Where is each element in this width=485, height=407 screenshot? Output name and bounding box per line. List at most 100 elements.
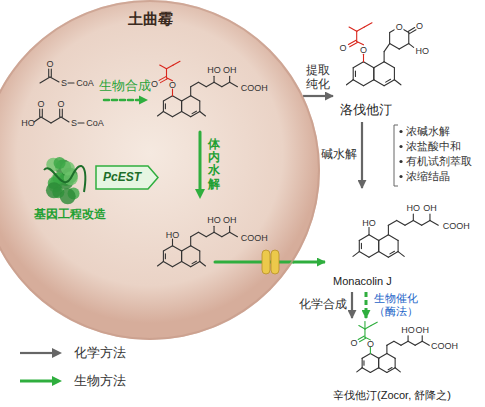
- bond-line: [78, 122, 84, 123]
- bond-line: [165, 254, 166, 259]
- bond-line: [181, 101, 182, 112]
- atom-label: OH: [415, 326, 429, 335]
- bond-line: [384, 80, 394, 86]
- bond-line: [364, 322, 365, 329]
- atom-label: O: [151, 79, 158, 88]
- bond-line: [384, 52, 385, 62]
- bond-line: [353, 62, 363, 68]
- bond-line: [200, 112, 206, 117]
- atom-label: HO: [21, 119, 35, 128]
- atom-label: O: [360, 45, 367, 54]
- node-label: 洛伐他汀: [340, 103, 392, 118]
- bond-line: [199, 101, 200, 112]
- atom-label: OH: [223, 66, 237, 75]
- bond-line: [192, 261, 196, 263]
- bond-line: [390, 44, 400, 50]
- bond-line: [192, 111, 196, 113]
- bond-line: [206, 82, 214, 87]
- step-note: 有机试剂萃取: [406, 154, 472, 169]
- bond-line: [387, 368, 395, 373]
- bond-line: [370, 368, 378, 373]
- bond-line: [173, 96, 182, 101]
- bond-line: [230, 232, 238, 237]
- bond-line: [199, 132, 202, 190]
- bullet: [399, 130, 402, 133]
- bond-line: [408, 341, 415, 345]
- bond-line: [430, 220, 438, 225]
- process-label: 生物合成: [99, 79, 151, 93]
- process-label: 体内水解: [208, 138, 220, 191]
- bond-line: [362, 358, 363, 368]
- bond-line: [173, 246, 182, 251]
- bond-line: [222, 82, 230, 87]
- bond-line: [172, 89, 173, 96]
- bond-line: [41, 117, 51, 123]
- bond-line: [191, 246, 200, 251]
- bond-line: [368, 228, 369, 235]
- bond-line: [42, 109, 43, 117]
- bond-line: [191, 112, 200, 117]
- legend-entry: 化学方法: [18, 344, 126, 362]
- bond-line: [104, 99, 140, 102]
- legend-text: 化学方法: [74, 344, 126, 362]
- bond-line: [199, 251, 200, 262]
- atom-label: O: [351, 338, 358, 347]
- atom-label: S: [71, 119, 77, 128]
- bond-line: [214, 82, 222, 87]
- node-label: 辛伐他汀(Zocor, 舒降之): [333, 389, 451, 402]
- bond-line: [422, 220, 430, 225]
- gene-box: PcEST: [96, 166, 158, 189]
- atom-label: OH: [223, 216, 237, 225]
- bond-line: [214, 232, 222, 237]
- bond-line: [379, 252, 389, 258]
- bond-line: [229, 76, 230, 82]
- bond-line: [158, 262, 164, 267]
- flow-arrow: [365, 292, 368, 318]
- bond-line: [198, 82, 206, 87]
- bond-line: [230, 82, 238, 87]
- bond-line: [214, 76, 215, 82]
- bond-line: [181, 251, 182, 262]
- bond-line: [378, 240, 379, 251]
- bond-line: [394, 80, 400, 85]
- bond-line: [163, 251, 164, 262]
- bond-line: [395, 358, 396, 368]
- bond-line: [401, 341, 408, 345]
- flow-arrow: [293, 261, 325, 264]
- bond-line: [68, 82, 74, 83]
- atom-label: O: [416, 22, 423, 31]
- atom-label: HO: [207, 66, 221, 75]
- bond-line: [160, 65, 167, 69]
- compound-node: Monacolin J: [325, 188, 470, 292]
- atom-label: CoA: [86, 119, 104, 128]
- bond-line: [166, 69, 167, 78]
- edge-label: 碱水解: [321, 148, 357, 162]
- bullet: [399, 145, 402, 148]
- circle-outline: [0, 0, 320, 340]
- bond-line: [369, 235, 379, 241]
- bond-line: [413, 214, 414, 220]
- bond-line: [163, 101, 164, 112]
- bond-line: [353, 252, 359, 257]
- enzyme-blob: [46, 182, 62, 198]
- bond-line: [388, 367, 392, 369]
- bond-line: [390, 251, 395, 254]
- step-note: 浓碱水解: [406, 124, 450, 139]
- bond-line: [379, 353, 387, 358]
- edge-label: 生物催化（酶法）: [371, 292, 421, 317]
- bond-line: [364, 23, 372, 27]
- bond-line: [173, 262, 182, 267]
- bond-line: [214, 226, 215, 232]
- bond-line: [388, 225, 389, 235]
- bond-line: [422, 336, 423, 341]
- bond-line: [353, 80, 363, 86]
- bond-line: [388, 252, 398, 258]
- bond-line: [413, 220, 421, 225]
- bond-line: [373, 68, 374, 80]
- enzyme-blob: [60, 188, 76, 204]
- bond-line: [357, 27, 365, 31]
- atom-label: HO: [401, 326, 415, 335]
- atom-label: O: [395, 23, 404, 32]
- bond-line: [379, 235, 389, 241]
